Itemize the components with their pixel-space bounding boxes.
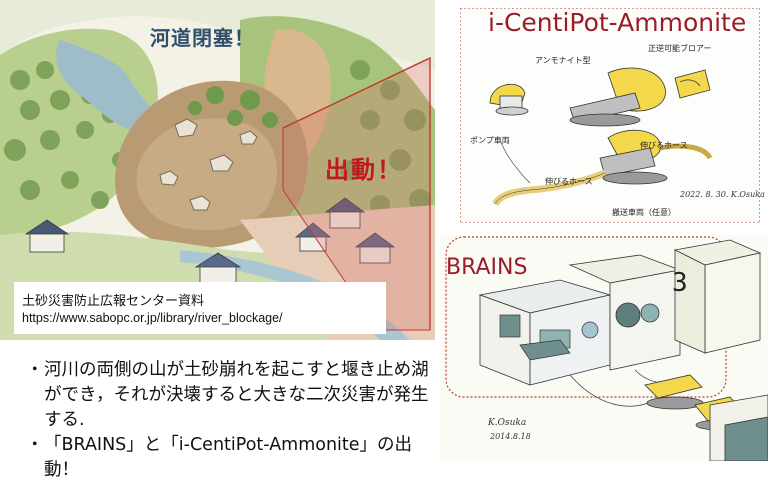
river-blockage-label: 河道閉塞！ — [150, 26, 255, 50]
extend-hose-label: 伸びるホース — [640, 141, 688, 150]
module-number: 3 — [672, 268, 688, 298]
bullet-line: ・ 「BRAINS」と「i-CentiPot-Ammonite」の出動！ — [26, 433, 446, 483]
landslide-illustration — [0, 0, 435, 340]
bullet-list: ・ 河川の両側の山が土砂崩れを起こすと堰き止め湖 ができ，それが決壊すると大きな… — [26, 358, 446, 483]
dispatch-label: 出動！ — [325, 156, 403, 184]
blower-label: 正逆可能ブロアー — [648, 44, 712, 53]
bullet-line: する. — [26, 408, 446, 433]
centipot-signature: 2022. 8. 30. K.Osuka — [680, 190, 765, 199]
bullet-text: ができ，それが決壊すると大きな二次災害が発生 — [44, 385, 429, 405]
centipot-title: i-CentiPot-Ammonite — [488, 8, 747, 37]
bullet-line: ・ 河川の両側の山が土砂崩れを起こすと堰き止め湖 — [26, 358, 446, 383]
extend-hose-label: 伸びるホース — [545, 177, 593, 186]
credit-source: 土砂災害防止広報センター資料 — [22, 293, 205, 308]
brains-signature: K.Osuka — [488, 418, 527, 428]
credit-url: https://www.sabopc.or.jp/library/river_b… — [22, 311, 283, 325]
brains-signature-date: 2014.8.18 — [490, 432, 531, 441]
ammonite-type-label: アンモナイト型 — [535, 56, 591, 65]
bullet-marker: ・ — [26, 360, 44, 380]
bullet-line: ができ，それが決壊すると大きな二次災害が発生 — [26, 383, 446, 408]
image-credit: 土砂災害防止広報センター資料 https://www.sabopc.or.jp/… — [22, 290, 382, 325]
pump-vehicle-label: ポンプ車両 — [470, 136, 510, 145]
bullet-text: 「BRAINS」と「i-CentiPot-Ammonite」の出動！ — [44, 435, 413, 480]
bullet-text: 河川の両側の山が土砂崩れを起こすと堰き止め湖 — [44, 360, 429, 380]
bullet-text: する. — [44, 410, 85, 430]
centipot-sketch — [460, 8, 760, 223]
bullet-marker: ・ — [26, 435, 44, 455]
brains-sketch — [440, 235, 768, 461]
brains-title: BRAINS — [446, 255, 528, 280]
transport-vehicle-label: 搬送車両（任意） — [612, 208, 676, 217]
